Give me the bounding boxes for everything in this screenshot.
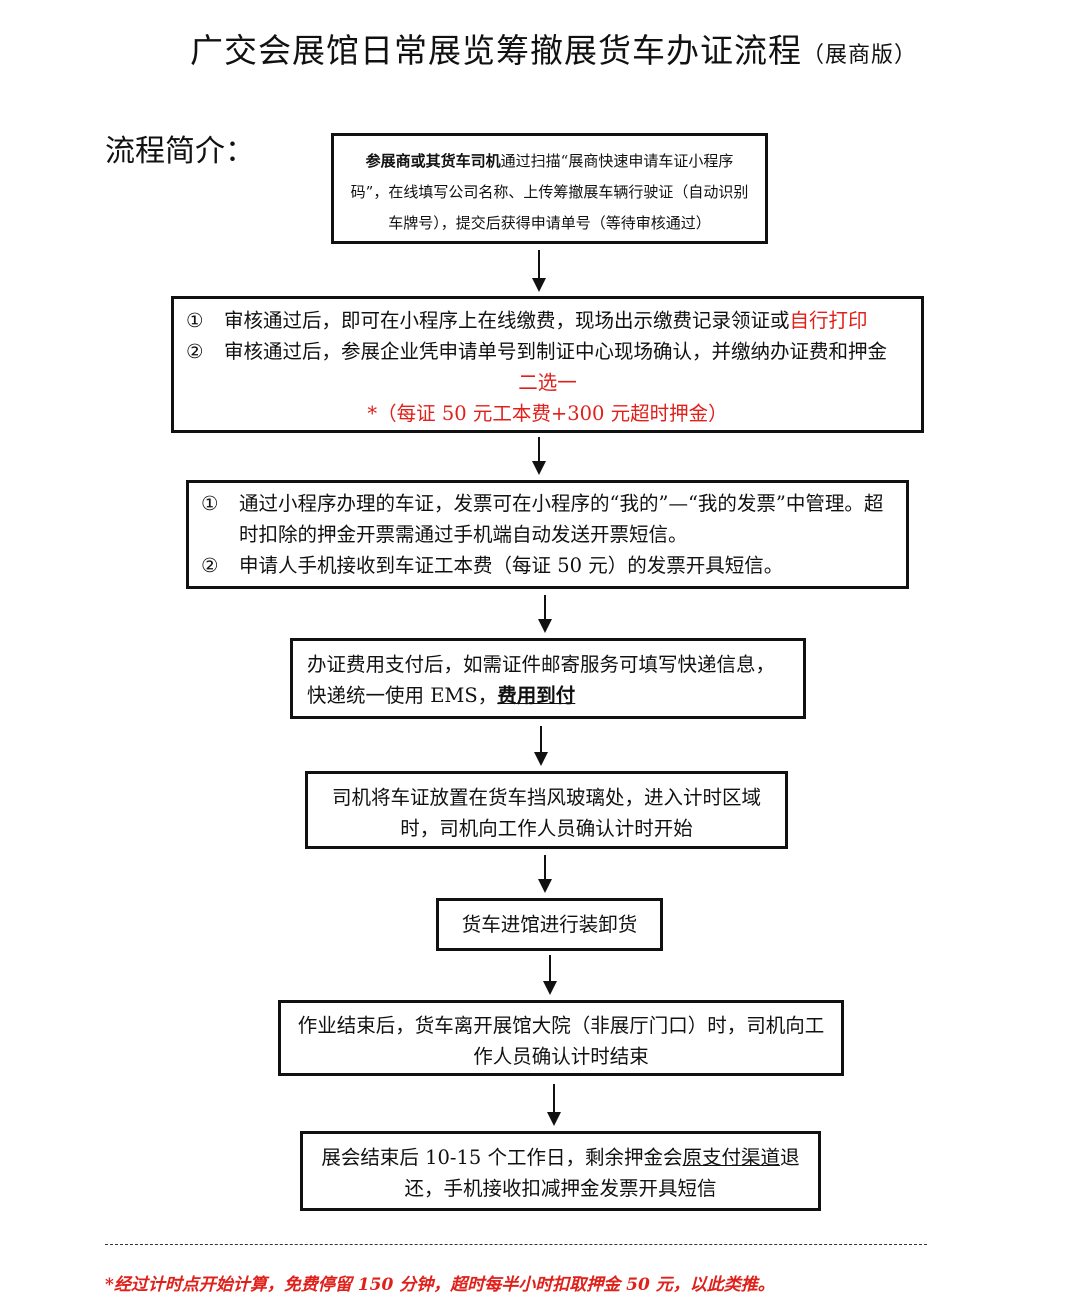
step-8-body-b: 退还，手机接收扣减押金发票开具短信 <box>404 1146 800 1200</box>
step-3-item-1-num: ① <box>201 492 219 515</box>
step-5-box: 司机将车证放置在货车挡风玻璃处，进入计时区域时，司机向工作人员确认计时开始 <box>305 771 788 849</box>
arrow-6 <box>543 955 557 995</box>
step-3-item-1: ① 通过小程序办理的车证，发票可在小程序的“我的”—“我的发票”中管理。超时扣除… <box>201 488 894 550</box>
arrow-2 <box>532 437 546 475</box>
step-8-text: 展会结束后 10-15 个工作日，剩余押金会原支付渠道退还，手机接收扣减押金发票… <box>317 1142 804 1204</box>
step-8-box: 展会结束后 10-15 个工作日，剩余押金会原支付渠道退还，手机接收扣减押金发票… <box>300 1131 821 1211</box>
title-main: 广交会展馆日常展览筹撤展货车办证流程 <box>190 31 802 70</box>
step-4-text: 办证费用支付后，如需证件邮寄服务可填写快递信息，快递统一使用 EMS，费用到付 <box>307 649 789 711</box>
arrow-5 <box>538 855 552 893</box>
step-6-box: 货车进馆进行装卸货 <box>436 898 663 951</box>
step-8-underline: 原支付渠道 <box>682 1146 781 1169</box>
step-7-box: 作业结束后，货车离开展馆大院（非展厅门口）时，司机向工作人员确认计时结束 <box>278 1000 844 1076</box>
page-title: 广交会展馆日常展览筹撤展货车办证流程（展商版） <box>190 24 990 72</box>
step-1-body: 通过扫描“展商快速申请车证小程序码”，在线填写公司名称、上传筹撤展车辆行驶证（自… <box>350 152 749 232</box>
step-2-item-2-text: 审核通过后，参展企业凭申请单号到制证中心现场确认，并缴纳办证费和押金 <box>224 340 888 363</box>
step-7-text: 作业结束后，货车离开展馆大院（非展厅门口）时，司机向工作人员确认计时结束 <box>297 1014 825 1068</box>
step-2-item-1: ① 审核通过后，即可在小程序上在线缴费，现场出示缴费记录领证或自行打印 <box>186 305 909 336</box>
step-5-text: 司机将车证放置在货车挡风玻璃处，进入计时区域时，司机向工作人员确认计时开始 <box>331 786 761 840</box>
arrow-3 <box>538 595 552 633</box>
step-3-item-1-text: 通过小程序办理的车证，发票可在小程序的“我的”—“我的发票”中管理。超时扣除的押… <box>239 492 884 546</box>
step-2-item-2-num: ② <box>186 340 204 363</box>
step-2-fee: *（每证 50 元工本费+300 元超时押金） <box>367 402 728 425</box>
arrow-1 <box>532 250 546 292</box>
step-1-bold: 参展商或其货车司机 <box>365 152 501 170</box>
intro-label: 流程简介： <box>105 134 255 169</box>
step-4-box: 办证费用支付后，如需证件邮寄服务可填写快递信息，快递统一使用 EMS，费用到付 <box>290 638 806 719</box>
step-8-body-a: 展会结束后 10-15 个工作日，剩余押金会 <box>321 1146 683 1169</box>
step-3-item-2-num: ② <box>201 554 219 577</box>
step-2-item-1-text: 审核通过后，即可在小程序上在线缴费，现场出示缴费记录领证或 <box>224 309 790 332</box>
step-4-underline: 费用到付 <box>497 684 576 707</box>
step-6-text: 货车进馆进行装卸货 <box>461 913 638 936</box>
step-2-box: ① 审核通过后，即可在小程序上在线缴费，现场出示缴费记录领证或自行打印 ② 审核… <box>171 296 924 433</box>
step-3-box: ① 通过小程序办理的车证，发票可在小程序的“我的”—“我的发票”中管理。超时扣除… <box>186 480 909 589</box>
step-1-text: 参展商或其货车司机通过扫描“展商快速申请车证小程序码”，在线填写公司名称、上传筹… <box>348 146 751 239</box>
dashed-divider <box>105 1244 927 1245</box>
step-4-body: 办证费用支付后，如需证件邮寄服务可填写快递信息，快递统一使用 EMS， <box>307 653 776 707</box>
arrow-7 <box>547 1084 561 1126</box>
step-1-box: 参展商或其货车司机通过扫描“展商快速申请车证小程序码”，在线填写公司名称、上传筹… <box>331 133 768 244</box>
footnote: *经过计时点开始计算，免费停留 150 分钟，超时每半小时扣取押金 50 元，以… <box>105 1275 775 1295</box>
step-2-item-2: ② 审核通过后，参展企业凭申请单号到制证中心现场确认，并缴纳办证费和押金 <box>186 336 909 367</box>
step-2-choose: 二选一 <box>518 371 577 394</box>
title-sub: （展商版） <box>802 43 918 68</box>
step-3-item-2-text: 申请人手机接收到车证工本费（每证 50 元）的发票开具短信。 <box>239 554 784 577</box>
step-3-item-2: ② 申请人手机接收到车证工本费（每证 50 元）的发票开具短信。 <box>201 550 894 581</box>
arrow-4 <box>534 726 548 766</box>
step-2-item-1-red: 自行打印 <box>789 309 868 332</box>
step-2-item-1-num: ① <box>186 309 204 332</box>
